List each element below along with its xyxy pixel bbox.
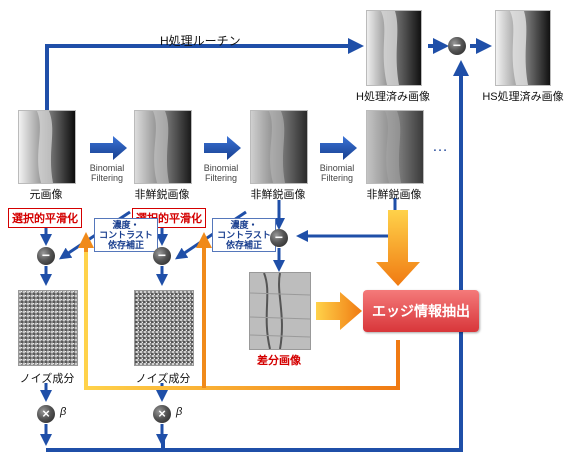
edge-extraction-box: エッジ情報抽出	[363, 290, 479, 332]
minus-operator-2: −	[153, 247, 171, 265]
multiply-operator-2: ×	[153, 405, 171, 423]
orange-arrow-down	[376, 210, 420, 286]
binomial-arrow-1	[90, 136, 127, 160]
ellipsis: …	[432, 138, 450, 155]
hs-processed-label: HS処理済み画像	[482, 91, 564, 103]
binomial-arrow-2	[204, 136, 241, 160]
binomial-arrow-3	[320, 136, 357, 160]
selective-smoothing-label-1: 選択的平滑化	[8, 208, 82, 228]
density-correction-note-1: 濃度・ コントラスト 依存補正	[94, 218, 158, 252]
noise-image-2	[134, 290, 194, 366]
beta-label-2: β	[176, 406, 183, 418]
noise-label-2: ノイズ成分	[135, 373, 191, 385]
noise-image-1	[18, 290, 78, 366]
h-processed-label: H処理済み画像	[356, 91, 430, 103]
unsharp-label-1: 非鮮鋭画像	[134, 189, 190, 201]
beta-label-1: β	[60, 406, 67, 418]
minus-operator-top: −	[448, 37, 466, 55]
h-processed-image	[366, 10, 422, 86]
binomial-label-3: Binomial Filtering	[319, 163, 355, 183]
unsharp-label-3: 非鮮鋭画像	[366, 189, 422, 201]
hs-processed-image	[495, 10, 551, 86]
unsharp-image-2	[250, 110, 308, 184]
binomial-label-2: Binomial Filtering	[203, 163, 239, 183]
difference-image	[249, 272, 311, 350]
minus-operator-3: −	[270, 229, 288, 247]
bottom-return-arrow	[46, 60, 469, 452]
original-label: 元画像	[29, 189, 63, 201]
h-routine-arrow	[45, 38, 364, 110]
minus-operator-1: −	[37, 247, 55, 265]
unsharp-label-2: 非鮮鋭画像	[250, 189, 306, 201]
orange-arrow-right	[316, 292, 362, 330]
binomial-label-1: Binomial Filtering	[89, 163, 125, 183]
density-correction-note-2: 濃度・ コントラスト 依存補正	[212, 218, 276, 252]
unsharp-image-3	[366, 110, 424, 184]
unsharp-image-1	[134, 110, 192, 184]
h-routine-label: H処理ルーチン	[160, 34, 241, 48]
multiply-operator-1: ×	[37, 405, 55, 423]
orange-feedback-1	[84, 244, 400, 390]
original-image	[18, 110, 76, 184]
difference-label: 差分画像	[257, 355, 301, 367]
noise-label-1: ノイズ成分	[19, 373, 75, 385]
